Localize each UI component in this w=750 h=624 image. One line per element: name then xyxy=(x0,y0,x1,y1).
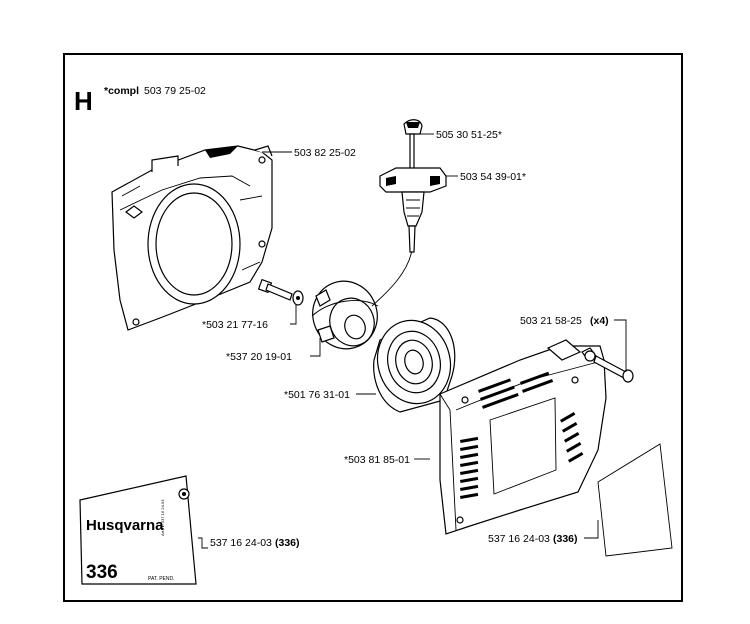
pulley-screw-part xyxy=(257,278,304,306)
starter-housing-part xyxy=(439,339,607,535)
compl-number: 503 79 25-02 xyxy=(144,85,206,97)
callout-recoil-spring: *501 76 31-01 xyxy=(284,389,350,401)
callout-starter-screw-qty: (x4) xyxy=(590,315,609,327)
decal-side-text: Art. nr. 537 16 24-03 xyxy=(160,499,165,536)
callout-rope-pulley: *537 20 19-01 xyxy=(226,351,292,363)
leader-lines xyxy=(198,133,627,549)
callout-decal-right: 537 16 24-03 xyxy=(488,533,550,545)
callout-starter-housing: *503 81 85-01 xyxy=(344,454,410,466)
decal-brand: Husqvarna xyxy=(86,517,164,534)
decal-model: 336 xyxy=(86,562,118,583)
decal-right-part xyxy=(597,443,673,557)
compl-prefix: *compl xyxy=(104,85,139,97)
recoil-spring-part xyxy=(373,317,456,413)
fan-housing-part xyxy=(111,145,273,331)
callout-pulley-screw: *503 21 77-16 xyxy=(202,319,268,331)
decal-patent: PAT. PEND. xyxy=(148,576,175,582)
section-letter: H xyxy=(74,86,93,116)
decal-left-part: Husqvarna 336 PAT. PEND. Art. nr. 537 16… xyxy=(79,475,197,585)
starter-rope xyxy=(371,249,413,307)
diagram-frame xyxy=(63,53,683,602)
callout-decal-right-model: (336) xyxy=(553,533,578,545)
callout-fan-housing: 503 82 25-02 xyxy=(294,147,356,159)
callout-starter-pin: 505 30 51-25* xyxy=(436,129,502,141)
callout-decal-left: 537 16 24-03 xyxy=(210,537,272,549)
starter-screw-part xyxy=(584,350,634,383)
callout-decal-left-model: (336) xyxy=(275,537,300,549)
rope-pulley-part xyxy=(311,280,379,350)
starter-handle-part xyxy=(379,119,447,253)
callout-starter-screw: 503 21 58-25 xyxy=(520,315,582,327)
callout-starter-handle: 503 54 39-01* xyxy=(460,171,526,183)
